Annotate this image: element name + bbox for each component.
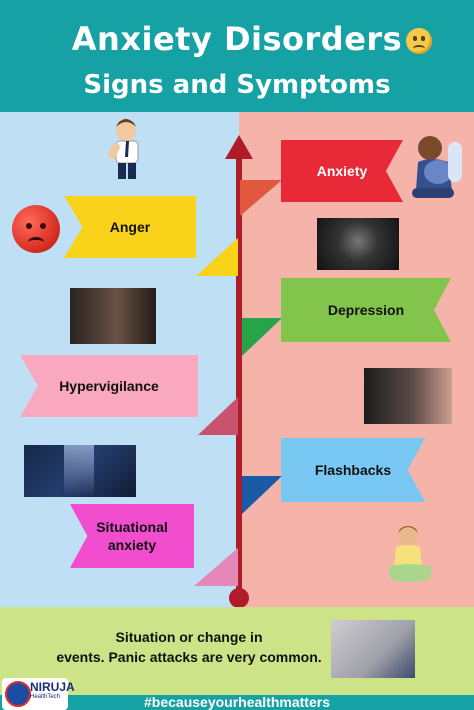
sad-woman-photo <box>364 368 452 424</box>
flag-label-line2: anxiety <box>107 537 157 553</box>
flag-label-line1: Situational <box>96 518 168 535</box>
anxious-woman-illustration <box>412 136 462 198</box>
flag-tab-anxiety <box>240 180 282 216</box>
angry-emoji-icon <box>12 205 60 253</box>
sad-face-emoji-icon <box>406 28 432 54</box>
flag-anger: Anger <box>64 196 196 258</box>
footer-caption-line2: events. Panic attacks are very common. <box>56 649 322 666</box>
flag-tab-depression <box>242 318 282 356</box>
flag-label: Anger <box>109 218 151 235</box>
page-title: Anxiety Disorders <box>71 20 403 58</box>
distressed-person-photo <box>317 218 399 270</box>
flag-situational-anxiety: Situational anxiety <box>70 504 194 568</box>
hashtag-bar: #becauseyourhealthmatters <box>0 695 474 710</box>
timeline-base <box>229 588 249 608</box>
header-banner <box>0 0 474 112</box>
flag-label: Flashbacks <box>314 461 392 478</box>
page-subtitle: Signs and Symptoms <box>83 70 391 100</box>
flag-hypervigilance: Hypervigilance <box>20 355 198 417</box>
worried-woman-photo <box>70 288 156 344</box>
flag-tab-hypervigilance <box>198 397 238 435</box>
logo-name: NIRUJA <box>30 680 75 694</box>
logo-tagline: HealthTech <box>30 694 61 700</box>
stressed-man-illustration <box>107 119 139 179</box>
flag-flashbacks: Flashbacks <box>281 438 425 502</box>
footer-caption: Situation or change in events. Panic att… <box>44 627 334 668</box>
footer-caption-line1: Situation or change in <box>115 629 263 645</box>
panic-woman-photo <box>331 620 415 678</box>
flag-label: Anxiety <box>316 162 368 179</box>
flag-anxiety: Anxiety <box>281 140 403 202</box>
timeline-pole <box>236 150 242 598</box>
sitting-girl-illustration <box>388 525 432 582</box>
flag-depression: Depression <box>281 278 451 342</box>
spotlight-scene-photo <box>24 445 136 497</box>
brand-logo: NIRUJA HealthTech <box>2 678 75 710</box>
logo-icon <box>5 681 31 707</box>
flag-tab-flashbacks <box>242 476 282 514</box>
flag-label: Hypervigilance <box>59 377 159 394</box>
flag-tab-situational-anxiety <box>194 548 238 586</box>
flag-tab-anger <box>196 238 238 276</box>
flag-label: Depression <box>327 301 405 318</box>
